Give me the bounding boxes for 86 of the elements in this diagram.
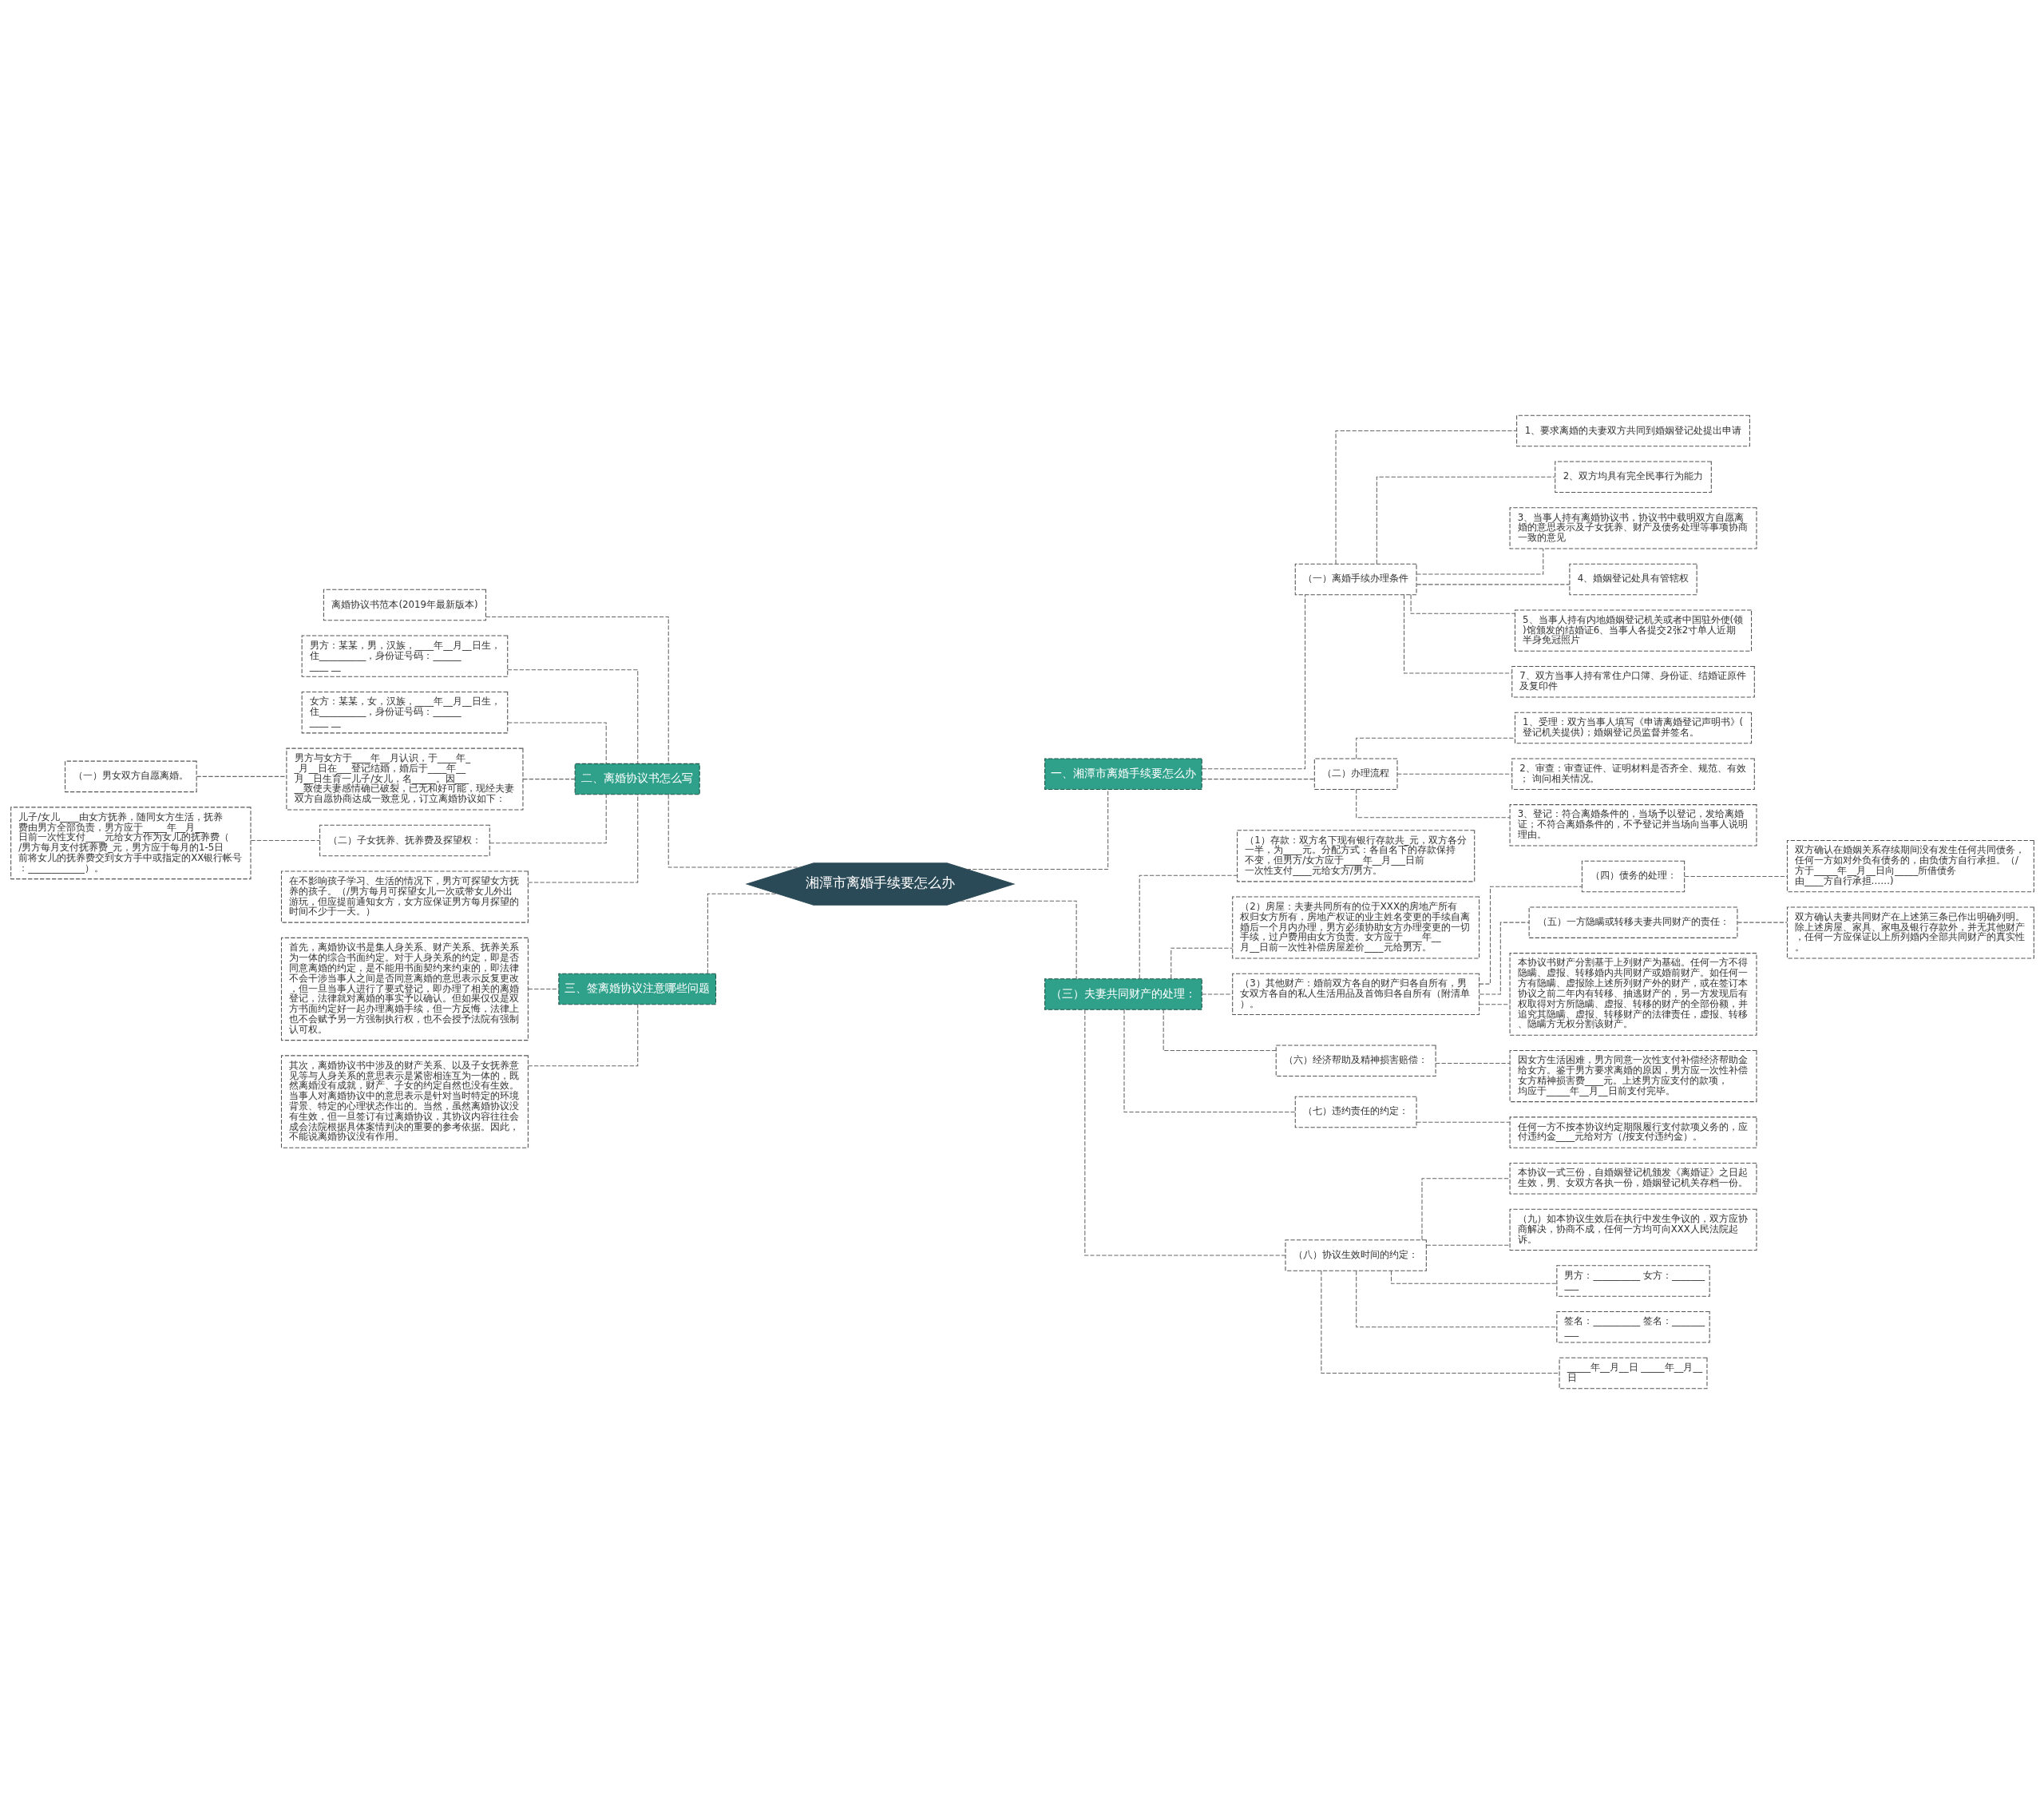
connector — [959, 900, 1077, 980]
node-box: 男方：某某，男，汉族，____年__月__日生，住__________，身份证号码：__________ __ — [301, 635, 508, 677]
connector — [485, 617, 669, 764]
connector — [1083, 1009, 1285, 1256]
node-box: （3）其他财产：婚前双方各自的财产归各自所有，男女双方各自的私人生活用品及首饰归各自所有（附清单）。 — [1231, 973, 1480, 1016]
node-box: （二）办理流程 — [1313, 758, 1398, 790]
node-box: （四）债务的处理： — [1581, 860, 1685, 893]
connector — [1403, 594, 1512, 674]
node-box: 因女方生活困难，男方同意一次性支付补偿经济帮助金给女方。鉴于男方要求离婚的原因，男方应一次性补偿女方精神损害费____元。上述男方应支付的款项，均应于_____年__月__日前支付完毕。 — [1509, 1049, 1757, 1103]
node-box: （一）男女双方自愿离婚。 — [64, 760, 197, 793]
node-box: 一、湘潭市离婚手续要怎么办 — [1044, 758, 1202, 790]
connector — [965, 789, 1108, 870]
connector — [1170, 947, 1233, 979]
connector — [527, 1004, 638, 1067]
node-box: （七）违约责任的约定： — [1294, 1096, 1417, 1128]
connector — [1376, 476, 1555, 565]
connector — [1163, 1009, 1277, 1051]
connector — [527, 989, 559, 990]
connector — [1416, 548, 1543, 575]
node-box: （八）协议生效时间的约定： — [1284, 1239, 1427, 1271]
connector — [1355, 737, 1515, 759]
node-box: （1）存款：双方名下现有银行存款共_元，双方各分一半，为____元。分配方式：各自名下的存款保持不变，但男方/女方应于____年__月___日前一次性支付____元给女方/男方。 — [1236, 830, 1475, 882]
connector — [1684, 875, 1788, 877]
connector — [1201, 779, 1315, 780]
connector — [1479, 1004, 1510, 1005]
node-box: _____年__月__日 _____年__月__日 — [1559, 1357, 1707, 1390]
connector — [507, 722, 607, 764]
node-box: 离婚协议书范本(2019年最新版本) — [323, 589, 486, 621]
connector — [1396, 773, 1512, 775]
node-box: 在不影响孩子学习、生活的情况下，男方可探望女方抚养的孩子。（/男方每月可探望女儿一次或带女儿外出游玩，但应提前通知女方，女方应保证男方每月探望的时间不少于一天。） — [280, 870, 529, 923]
connector — [707, 893, 778, 974]
node-box: （九）如本协议生效后在执行中发生争议的，双方应协商解决，协商不成，任何一方均可向XXX人民法院起诉。 — [1509, 1208, 1757, 1251]
node-box: （六）经济帮助及精神损害赔偿： — [1275, 1045, 1436, 1077]
node-box: 首先，离婚协议书是集人身关系、财产关系、抚养关系为一体的综合书面约定。对于人身关系的约定，即是否同意离婚的约定，是不能用书面契约来约束的，即法律不会干涉当事人之间是否同意离婚的意思表示反复更改，但一旦当事人进行了要式登记，即办理了相关的离婚登记，法律就对离婚的事实予以确认。但如果仅仅是双方书面约定好一起办理离婚手续，但一方反悔，法律上也不会赋予另一方强制执行权，也不会授予法院有强制认可权。 — [280, 937, 529, 1041]
connector — [1335, 430, 1517, 565]
connector — [1478, 922, 1529, 995]
connector — [250, 840, 320, 842]
node-box: 三、签离婚协议注意哪些问题 — [557, 973, 716, 1005]
node-box: 双方确认夫妻共同财产在上述第三条已作出明确列明。除上述房屋、家具、家电及银行存款外，并无其他财产，任何一方应保证以上所列婚内全部共同财产的真实性。 — [1786, 906, 2034, 959]
node-box: （一）离婚手续办理条件 — [1294, 563, 1417, 596]
connector — [1420, 1178, 1510, 1241]
connector — [1410, 594, 1515, 614]
connector — [1355, 789, 1510, 819]
connector — [522, 779, 575, 780]
node-box: （三）夫妻共同财产的处理： — [1044, 978, 1202, 1010]
node-box: 男方：__________ 女方：__________ — [1555, 1265, 1710, 1297]
node-box: 3、登记：符合离婚条件的，当场予以登记，发给离婚证；不符合离婚条件的，不予登记并当场向当事人说明理由。 — [1509, 804, 1757, 846]
connector — [667, 794, 801, 868]
node-box: 儿子/女儿____由女方抚养，随同女方生活，抚养费由男方全部负责，男方应于_____年__月__日前一次性支付____元给女方作为女儿的抚养费（/男方每月支付抚养费_元，男方应于每月的1-5日前将女儿的抚养费交到女方手中或指定的XX银行帐号：____________）。 — [10, 807, 252, 880]
node-box: 本协议一式三份，自婚姻登记机颁发《离婚证》之日起生效，男、女双方各执一份，婚姻登记机关存档一份。 — [1509, 1163, 1757, 1195]
node-box: （二）子女抚养、抚养费及探望权： — [319, 824, 490, 857]
node-box: 1、要求离婚的夫妻双方共同到婚姻登记处提出申请 — [1515, 414, 1750, 447]
node-box: 任何一方不按本协议约定期限履行支付款项义务的，应付违约金____元给对方（/按支付违约金）。 — [1509, 1116, 1757, 1148]
connector — [489, 794, 607, 844]
node-box: 双方确认在婚姻关系存续期间没有发生任何共同债务，任何一方如对外负有债务的，由负债方自行承担。（/方于_____年__月__日向_____所借债务由____方自行承担……) — [1786, 840, 2034, 893]
node-box: 2、双方均具有完全民事行为能力 — [1554, 461, 1712, 493]
connector — [1390, 1270, 1557, 1284]
node-box: 男方与女方于____年__月认识，于____年__月__日在___登记结婚，婚后于____年__月__日生育一儿子/女儿，名_____。因_____致使夫妻感情确已破裂，已无和好可能，现经夫妻双方自愿协商达成一致意见，订立离婚协议如下： — [285, 747, 523, 811]
connector — [506, 669, 638, 764]
connector — [1123, 1009, 1295, 1112]
node-box: 4、婚姻登记处具有管辖权 — [1568, 563, 1697, 596]
connector — [1416, 584, 1570, 585]
connector — [1425, 1244, 1511, 1246]
node-box: 1、受理：双方当事人填写《申请离婚登记声明书》(登记机关提供)；婚姻登记员监督并签名。 — [1514, 712, 1752, 744]
connector — [1435, 1062, 1510, 1065]
node-box: 5、当事人持有内地婚姻登记机关或者中国驻外使(领)馆颁发的结婚证6、当事人各提交2张2寸单人近期半身免冠照片 — [1514, 609, 1752, 652]
node-box: 女方：某某，女，汉族，____年__月__日生，住__________，身份证号码：__________ __ — [301, 692, 508, 734]
connector — [1416, 1121, 1511, 1123]
node-box: 3、当事人持有离婚协议书，协议书中载明双方自愿离婚的意思表示及子女抚养、财产及债务处理等事项协商一致的意见 — [1509, 507, 1757, 549]
connector — [1320, 1270, 1559, 1374]
node-box: 其次，离婚协议书中涉及的财产关系、以及子女抚养意见等与人身关系的意思表示是紧密相连互为一体的，既然离婚没有成就，财产、子女的约定自然也没有生效。当事人对离婚协议中的意思表示是针对当时特定的环境背景、特定的心理状态作出的。当然，虽然离婚协议没有生效，但一旦签订有过离婚协议，其协议内容往往会成会法院根据具体案情判决的重要的参考依据。因此，不能说离婚协议没有作用。 — [280, 1055, 529, 1148]
connector — [1201, 993, 1233, 995]
node-box: 签名：__________ 签名：__________ — [1555, 1311, 1710, 1343]
node-box: 2、审查：审查证件、证明材料是否齐全、规范、有效； 询问相关情况。 — [1511, 758, 1755, 790]
node-box: （五）一方隐瞒或转移夫妻共同财产的责任： — [1528, 906, 1737, 938]
connector — [1478, 886, 1582, 985]
connector — [1201, 594, 1305, 770]
node-box: 7、双方当事人持有常住户口簿、身份证、结婚证原件及复印件 — [1511, 665, 1755, 698]
connector — [196, 775, 287, 777]
node-box: 二、离婚协议书怎么写 — [574, 763, 700, 795]
connector — [1355, 1270, 1557, 1328]
node-box: （2）房屋：夫妻共同所有的位于XXX的房地产所有权归女方所有，房地产权证的业主姓名变更的手续自离婚后一个月内办理，男方必须协助女方办理变更的一切手续，过户费用由女方负责。女方应于____年__月__日前一次性补偿房屋差价____元给男方。 — [1231, 896, 1480, 959]
connector — [1139, 874, 1238, 980]
connector — [527, 794, 638, 883]
node-box: 本协议书财产分割基于上列财产为基础。任何一方不得隐瞒、虚报、转移婚内共同财产或婚前财产。如任何一方有隐瞒、虚报除上述所列财产外的财产，或在签订本协议之前二年内有转移、抽逃财产的，另一方发现后有权取得对方所隐瞒、虚报、转移的财产的全部份额，并追究其隐瞒、虚报、转移财产的法律责任，虚报、转移、隐瞒方无权分割该财产。 — [1509, 953, 1757, 1036]
connector — [1737, 922, 1788, 923]
